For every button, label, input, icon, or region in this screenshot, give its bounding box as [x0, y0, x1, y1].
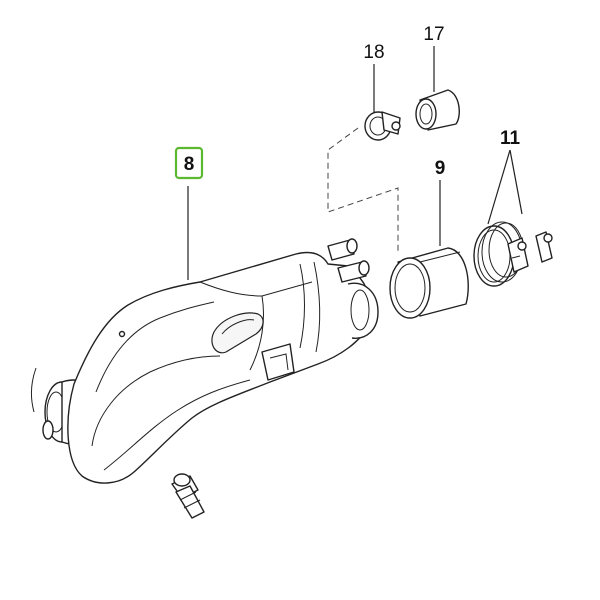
duct-side-opening: [211, 312, 264, 354]
callout-8[interactable]: 8: [174, 146, 204, 180]
duct-nipples: [327, 238, 370, 283]
part-17-connector[interactable]: [415, 89, 460, 131]
leader-lines: [187, 46, 523, 280]
duct-body: [67, 251, 372, 484]
part-11-hose-clamps[interactable]: [473, 221, 553, 287]
callout-8-label: 8: [184, 154, 195, 175]
part-9-sleeve[interactable]: [389, 247, 469, 319]
duct-mounting-lug: [261, 343, 295, 381]
part-8-intake-duct[interactable]: [30, 238, 379, 484]
callout-9-label[interactable]: 9: [435, 158, 446, 179]
assembly-dashed-lines: [327, 127, 399, 252]
part-18-small-clamp[interactable]: [364, 111, 401, 141]
callout-11-label[interactable]: 11: [500, 128, 521, 149]
callout-18-label[interactable]: 18: [363, 42, 384, 63]
temperature-sensor[interactable]: [171, 473, 205, 519]
callout-17-label[interactable]: 17: [423, 24, 444, 45]
duct-outlet: [347, 282, 379, 339]
callout-8-highlight: [174, 146, 204, 180]
